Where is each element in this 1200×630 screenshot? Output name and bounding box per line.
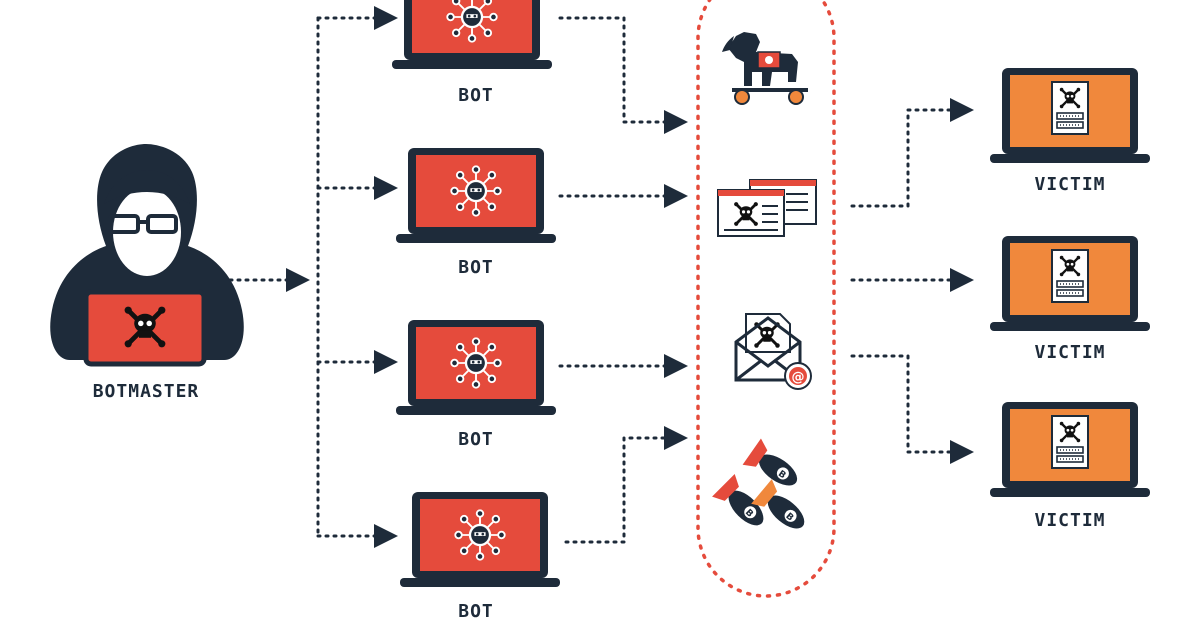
bot-label-2: BOT bbox=[458, 257, 494, 278]
bot-laptop-4 bbox=[400, 492, 560, 587]
botmaster-label: BOTMASTER bbox=[92, 381, 200, 402]
botmaster bbox=[50, 144, 244, 367]
payload-group bbox=[696, 0, 836, 598]
phishing-email-icon: @ bbox=[734, 313, 812, 390]
bot-label-3: BOT bbox=[458, 429, 494, 450]
victim-label-1: VICTIM bbox=[1034, 174, 1106, 195]
infected-documents-icon bbox=[717, 179, 817, 237]
bot-connectors bbox=[558, 16, 688, 544]
bot-laptop-1 bbox=[392, 0, 552, 69]
laptop-icon bbox=[83, 289, 207, 367]
victim-connectors bbox=[850, 98, 974, 464]
victim-label-3: VICTIM bbox=[1034, 510, 1106, 531]
victim-laptop-2 bbox=[990, 236, 1150, 331]
bot-laptop-2 bbox=[396, 148, 556, 243]
botmaster-connectors bbox=[228, 6, 398, 548]
bot-label-1: BOT bbox=[458, 85, 494, 106]
bombs-icon: B B B bbox=[712, 438, 805, 529]
trojan-horse-icon bbox=[722, 32, 808, 105]
bot-laptop-3 bbox=[396, 320, 556, 415]
victim-laptop-1 bbox=[990, 68, 1150, 163]
svg-text:B: B bbox=[776, 469, 787, 481]
victim-laptop-3 bbox=[990, 402, 1150, 497]
bot-label-4: BOT bbox=[458, 601, 494, 622]
victim-label-2: VICTIM bbox=[1034, 342, 1106, 363]
svg-text:B: B bbox=[783, 511, 795, 523]
svg-text:@: @ bbox=[792, 370, 805, 385]
